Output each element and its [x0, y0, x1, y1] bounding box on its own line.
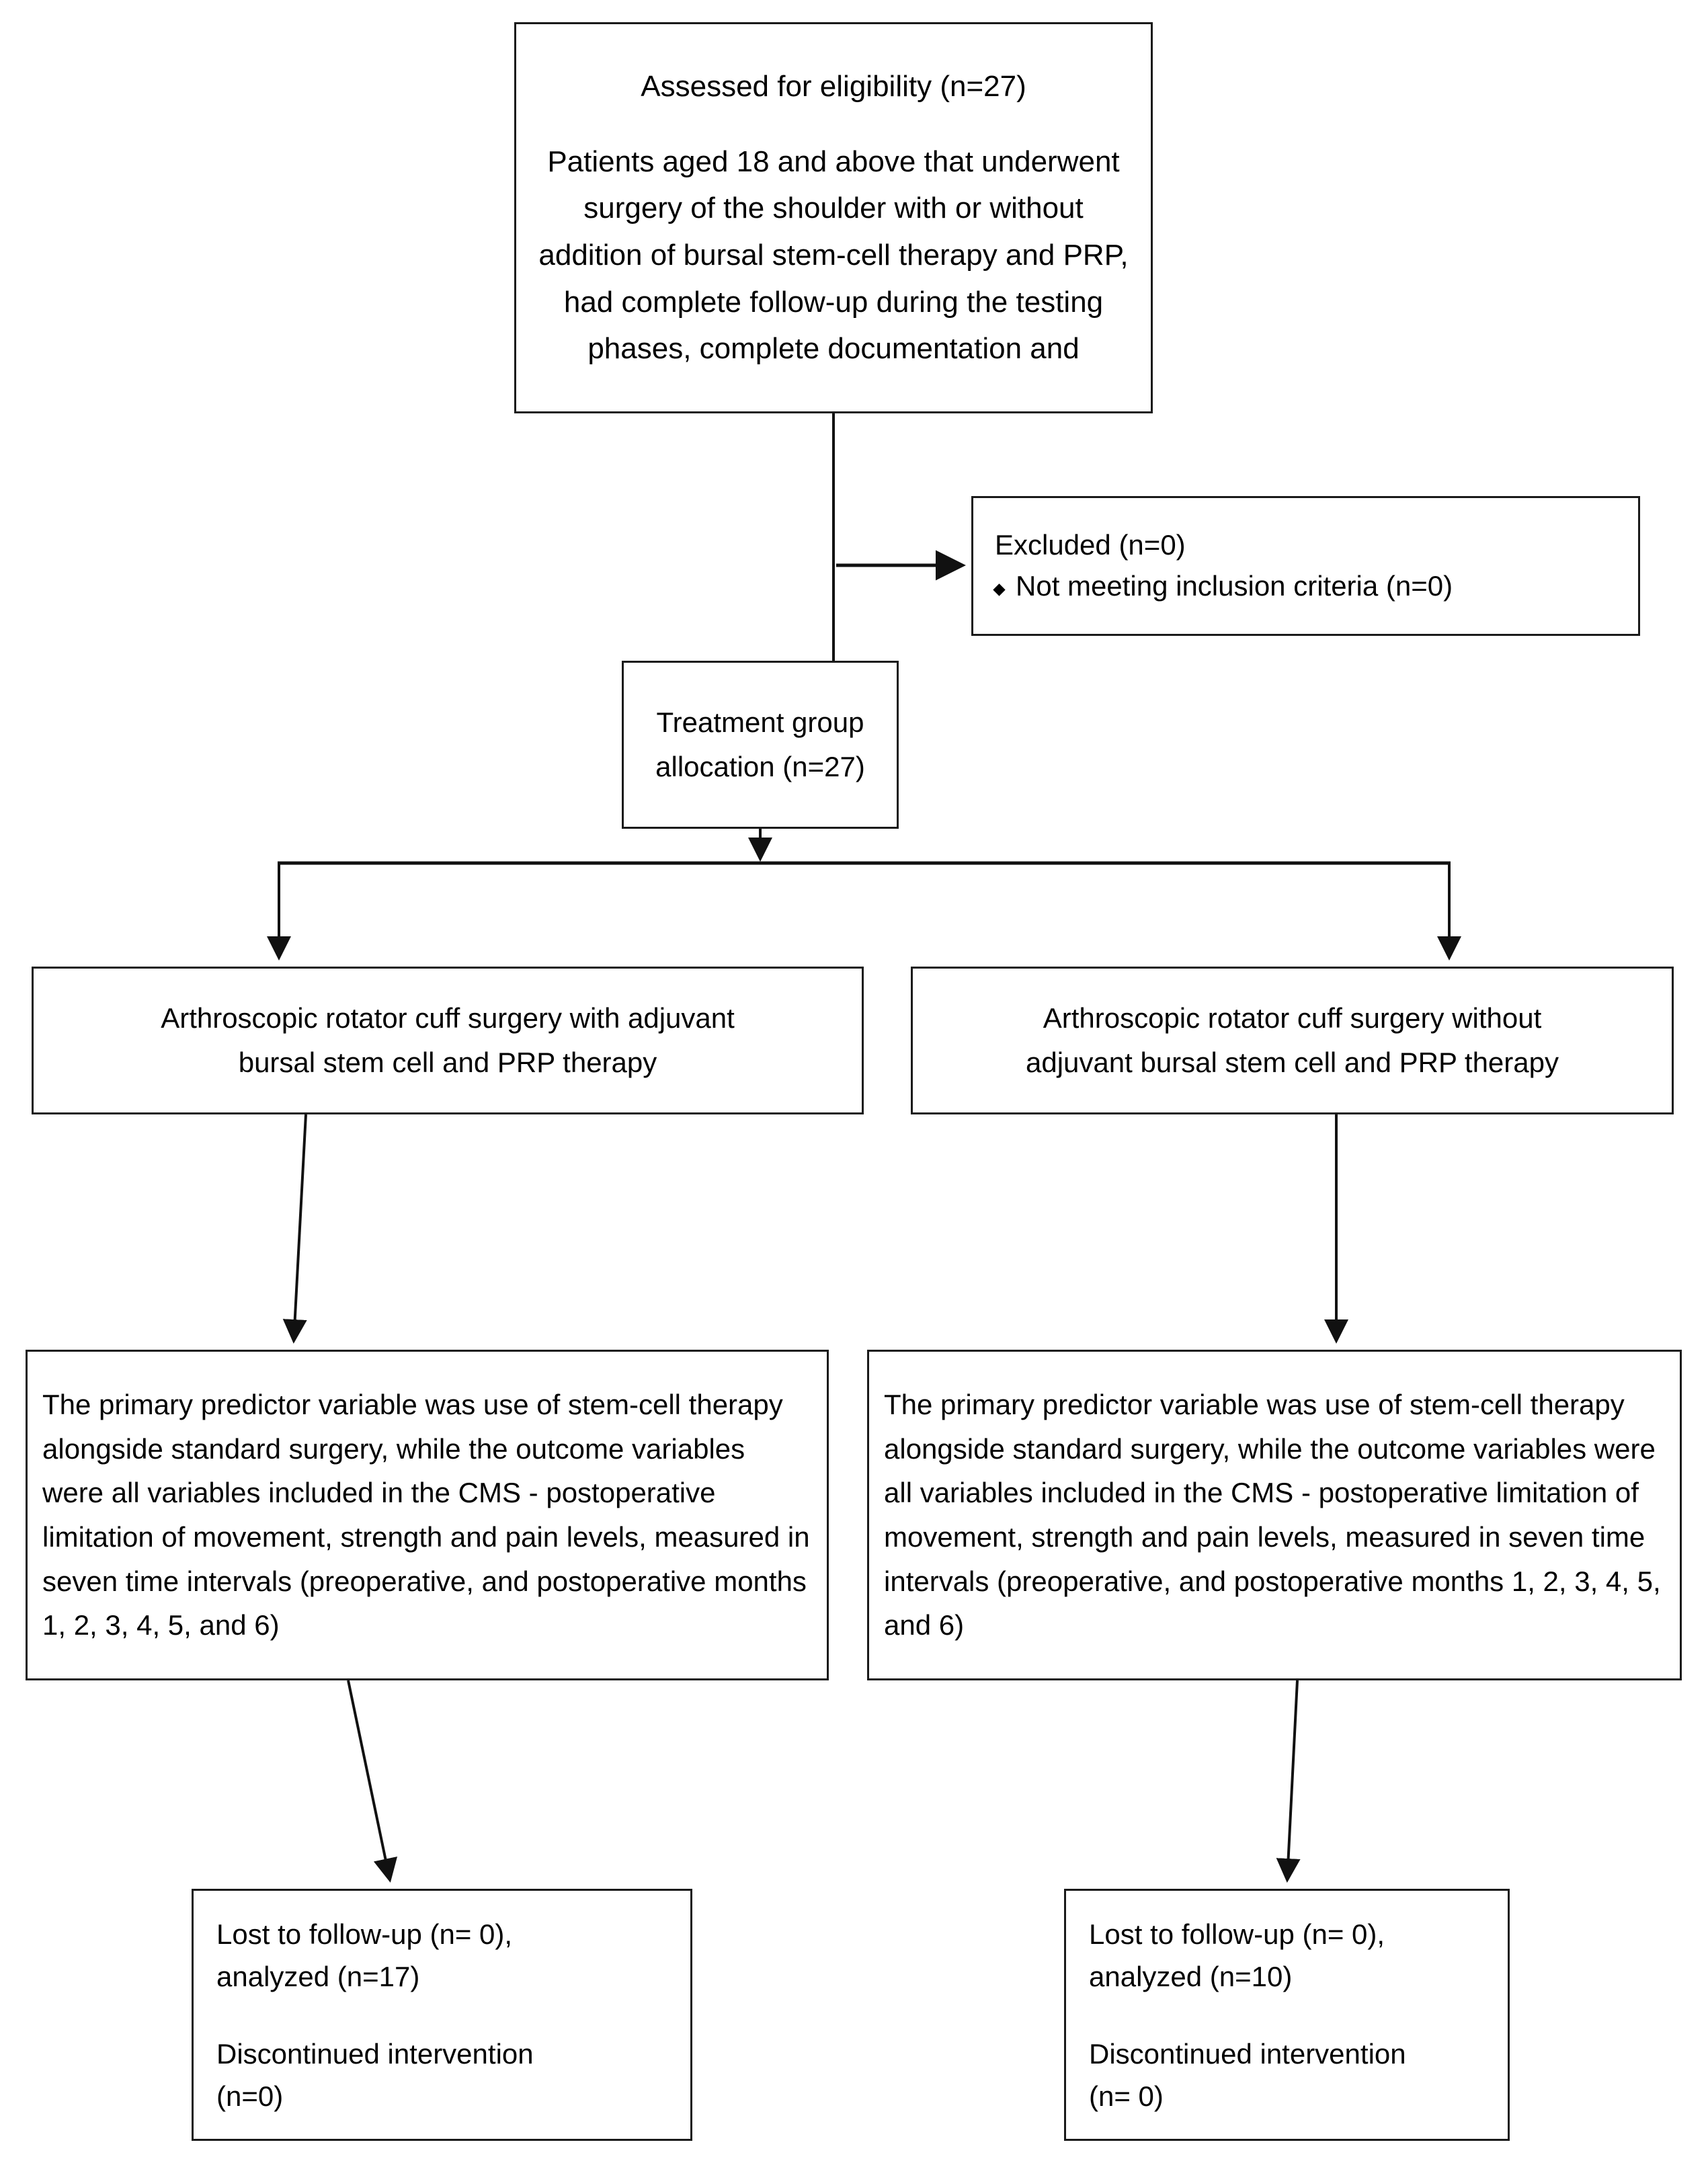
node-outcome-variables-left: The primary predictor variable was use o…: [26, 1350, 829, 1680]
node-arm-without-stem-cell: Arthroscopic rotator cuff surgery withou…: [911, 967, 1674, 1114]
outcome-right-text: The primary predictor variable was use o…: [884, 1389, 1661, 1641]
connector-outcome-left-to-result-left: [347, 1680, 398, 1883]
excluded-heading: Excluded (n=0): [995, 529, 1186, 561]
node-excluded: Excluded (n=0) Not meeting inclusion cri…: [971, 496, 1640, 636]
connector-outcome-right-to-result-right: [1276, 1680, 1301, 1883]
node-assessed-for-eligibility: Assessed for eligibility (n=27) Patients…: [514, 22, 1153, 413]
eligibility-criteria-text: Patients aged 18 and above that underwen…: [538, 145, 1129, 366]
result-right-followup: Lost to follow-up (n= 0), analyzed (n=10…: [1089, 1918, 1385, 1992]
arm-right-label: Arthroscopic rotator cuff surgery withou…: [1026, 1002, 1559, 1078]
result-left-followup: Lost to follow-up (n= 0), analyzed (n=17…: [216, 1918, 513, 1992]
diamond-bullet-icon: [993, 583, 1006, 596]
node-outcome-variables-right: The primary predictor variable was use o…: [867, 1350, 1682, 1680]
excluded-bullet-label: Not meeting inclusion criteria (n=0): [1016, 570, 1453, 602]
node-treatment-group-allocation: Treatment group allocation (n=27): [622, 661, 899, 829]
excluded-bullet-row: Not meeting inclusion criteria (n=0): [973, 566, 1638, 607]
node-arm-with-stem-cell: Arthroscopic rotator cuff surgery with a…: [32, 967, 864, 1114]
outcome-left-text: The primary predictor variable was use o…: [42, 1389, 810, 1641]
result-left-discontinued: Discontinued intervention (n=0): [216, 2037, 534, 2112]
connector-arm-left-to-outcome-left: [282, 1114, 307, 1344]
result-right-discontinued: Discontinued intervention (n= 0): [1089, 2037, 1406, 2112]
node-results-right: Lost to follow-up (n= 0), analyzed (n=10…: [1064, 1889, 1510, 2141]
arm-left-label: Arthroscopic rotator cuff surgery with a…: [161, 1002, 735, 1078]
eligibility-count-label: Assessed for eligibility (n=27): [641, 70, 1026, 104]
node-results-left: Lost to follow-up (n= 0), analyzed (n=17…: [192, 1889, 692, 2141]
allocation-label: Treatment group allocation (n=27): [655, 706, 865, 782]
